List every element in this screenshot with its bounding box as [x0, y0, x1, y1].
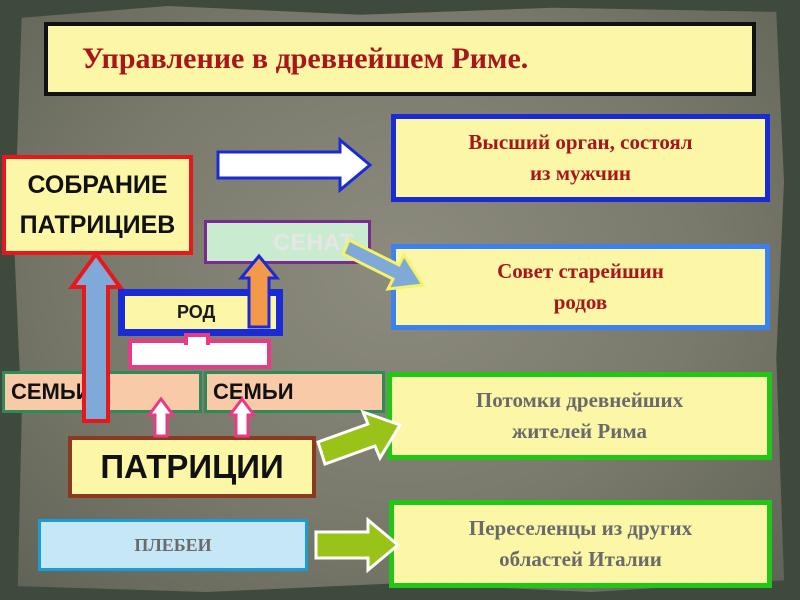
description-line: Потомки древнейших [475, 388, 684, 412]
description-line: областей Италии [499, 547, 662, 571]
description-line: родов [553, 290, 608, 314]
patricians-description-box: Потомки древнейших жителей Рима [387, 372, 772, 460]
clan-base-cap [184, 333, 210, 345]
assembly-description-box: Высший орган, состоял из мужчин [391, 114, 770, 202]
patrician-assembly-box: СОБРАНИЕ ПАТРИЦИЕВ [2, 155, 193, 255]
families-box-left: СЕМЬИ [2, 371, 202, 413]
description-line: жителей Рима [511, 419, 647, 443]
assembly-line-1: СОБРАНИЕ [27, 171, 168, 199]
senate-box: СЕНАТ [204, 220, 371, 264]
description-line: Переселенцы из других [468, 516, 693, 540]
description-line: Совет старейшин [497, 259, 664, 283]
patricians-box: ПАТРИЦИИ [68, 436, 316, 498]
assembly-line-2: ПАТРИЦИЕВ [19, 211, 176, 239]
clan-box: РОД [118, 289, 283, 336]
plebeians-description-box: Переселенцы из других областей Италии [389, 500, 772, 588]
page-title: Управление в древнейшем Риме. [44, 22, 756, 96]
senate-description-box: Совет старейшин родов [391, 244, 770, 330]
description-line: Высший орган, состоял [468, 130, 693, 154]
description-line: из мужчин [529, 161, 632, 185]
plebeians-box: ПЛЕБЕИ [38, 519, 308, 571]
families-box-right: СЕМЬИ [204, 371, 385, 413]
